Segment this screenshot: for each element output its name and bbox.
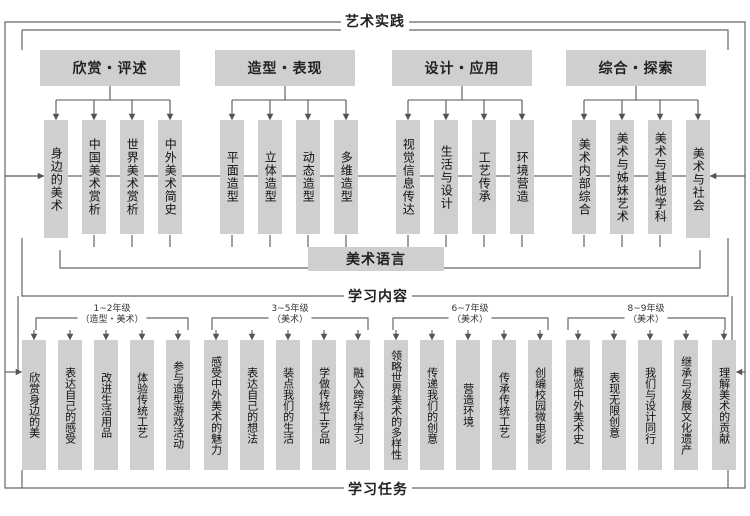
content-item: 美术与其他学科 (648, 120, 672, 234)
category-box: 综合・探索 (566, 50, 706, 86)
task-item: 理解美术的贡献 (712, 340, 736, 470)
content-item: 环境营造 (510, 120, 534, 234)
content-item: 动态造型 (296, 120, 320, 234)
content-item: 视觉信息传达 (396, 120, 420, 234)
content-item: 中外美术简史 (158, 120, 182, 234)
task-item: 传递我们的创意 (420, 340, 444, 470)
grade-subject: （美术） (271, 315, 308, 325)
grade-label: 3~5年级（美术） (268, 304, 312, 326)
task-item: 营造环境 (456, 340, 480, 470)
grade-range: 1~2年级 (93, 304, 131, 314)
task-item: 创编校园微电影 (528, 340, 552, 470)
grade-range: 8~9年级 (627, 304, 665, 314)
task-item: 融入跨学科学习 (346, 340, 370, 470)
grade-subject: （美术） (627, 315, 664, 325)
grade-range: 6~7年级 (451, 304, 489, 314)
practice-bracket-line (21, 29, 729, 50)
content-item: 美术与社会 (686, 120, 710, 238)
grade-label: 6~7年级（美术） (448, 304, 492, 326)
learning-tasks-title: 学习任务 (344, 479, 412, 499)
task-item: 体验传统工艺 (130, 340, 154, 470)
outer-frame-line (4, 21, 746, 489)
task-item: 装点我们的生活 (276, 340, 300, 470)
task-item: 我们与设计同行 (638, 340, 662, 470)
category-box: 设计・应用 (392, 50, 532, 86)
content-item: 立体造型 (258, 120, 282, 234)
content-item: 美术内部综合 (572, 120, 596, 234)
task-item: 参与造型游戏活动 (166, 340, 190, 470)
category-box: 造型・表现 (215, 50, 355, 86)
content-item: 工艺传承 (472, 120, 496, 234)
content-item: 生活与设计 (434, 120, 458, 234)
content-item: 多维造型 (334, 120, 358, 234)
art-language-box: 美术语言 (308, 247, 444, 271)
grade-subject: （美术） (451, 315, 488, 325)
task-item: 表达自己的感受 (58, 340, 82, 470)
task-item: 改进生活用品 (94, 340, 118, 470)
category-box: 欣赏・评述 (40, 50, 180, 86)
learning-content-title: 学习内容 (344, 286, 412, 306)
task-item: 领略世界美术的多样性 (384, 340, 408, 470)
content-item: 美术与姊妹艺术 (610, 120, 634, 234)
task-item: 继承与发展文化遗产 (674, 340, 698, 470)
task-item: 表现无限创意 (602, 340, 626, 470)
grade-subject: （造型・美术） (80, 315, 144, 325)
grade-range: 3~5年级 (271, 304, 309, 314)
task-item: 传承传统工艺 (492, 340, 516, 470)
grade-label: 8~9年级（美术） (624, 304, 668, 326)
task-item: 概览中外美术史 (566, 340, 590, 470)
content-item: 中国美术赏析 (82, 120, 106, 234)
content-item: 世界美术赏析 (120, 120, 144, 234)
grade-label: 1~2年级（造型・美术） (77, 304, 147, 326)
task-item: 表达自己的想法 (240, 340, 264, 470)
content-item: 身边的美术 (44, 120, 68, 238)
art-practice-title: 艺术实践 (341, 11, 409, 31)
task-item: 感受中外美术的魅力 (204, 340, 228, 470)
task-item: 学做传统工艺品 (312, 340, 336, 470)
task-item: 欣赏身边的美 (22, 340, 46, 470)
content-item: 平面造型 (220, 120, 244, 234)
